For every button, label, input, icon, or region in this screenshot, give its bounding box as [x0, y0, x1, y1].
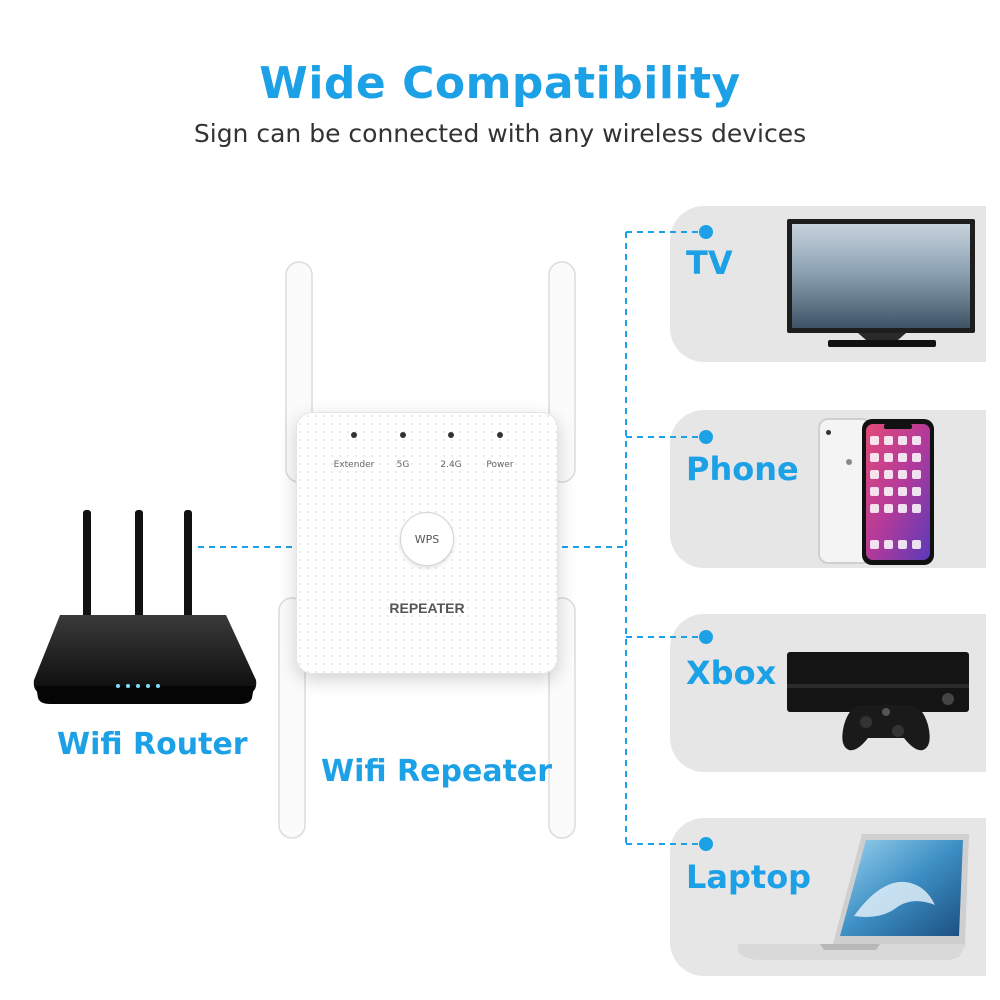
page-title: Wide Compatibility — [259, 58, 741, 109]
phone-icon — [818, 418, 934, 565]
2-4g-led-icon — [448, 432, 454, 438]
connection-lines — [198, 231, 704, 845]
repeater-label: Wifi Repeater — [321, 754, 553, 789]
indicator-label-5g: 5G — [396, 460, 410, 470]
laptop-connection-dot — [699, 837, 713, 851]
page-subtitle: Sign can be connected with any wireless … — [193, 119, 807, 148]
indicator-label-extender: Extender — [333, 460, 375, 470]
device-label-xbox: Xbox — [686, 654, 777, 692]
connection-dots — [699, 225, 713, 851]
device-label-tv: TV — [686, 244, 733, 282]
wifi-repeater-device: Extender 5G 2.4G Power WPS REPEATER — [296, 412, 558, 674]
indicator-label-power: Power — [486, 460, 514, 470]
extender-led-icon — [351, 432, 357, 438]
xbox-icon — [787, 652, 969, 751]
device-label-phone: Phone — [686, 450, 799, 488]
power-led-icon — [497, 432, 503, 438]
wifi-router-icon — [33, 510, 257, 704]
tv-icon — [787, 219, 975, 347]
wps-button[interactable]: WPS — [400, 512, 454, 566]
phone-connection-dot — [699, 430, 713, 444]
laptop-icon — [738, 834, 969, 960]
tv-connection-dot — [699, 225, 713, 239]
router-label: Wifi Router — [57, 727, 248, 762]
repeater-brand-text: REPEATER — [389, 600, 465, 616]
5g-led-icon — [400, 432, 406, 438]
device-label-laptop: Laptop — [686, 858, 812, 896]
xbox-connection-dot — [699, 630, 713, 644]
indicator-label-2-4g: 2.4G — [440, 460, 462, 470]
